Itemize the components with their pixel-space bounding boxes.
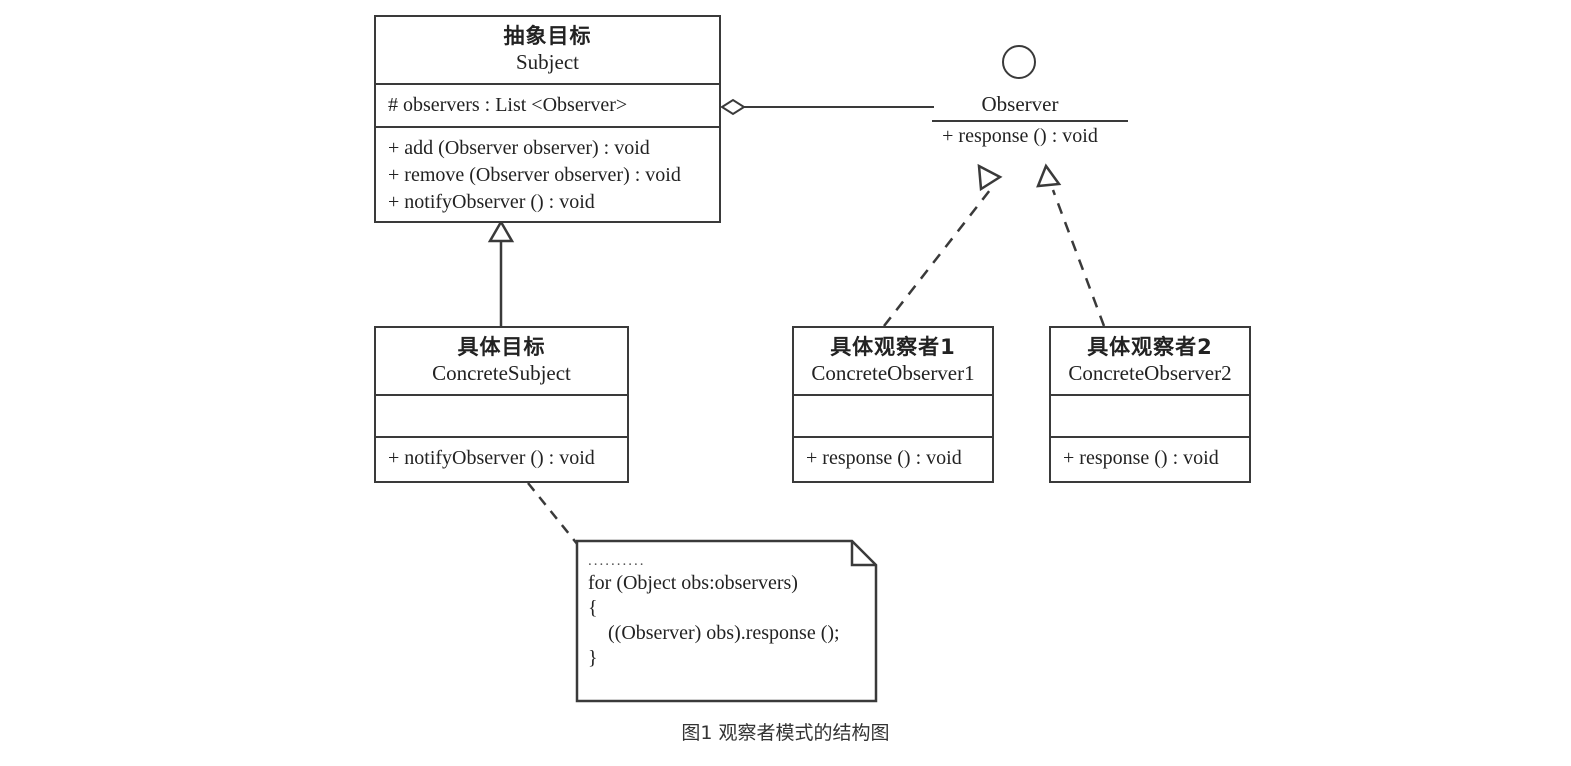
- uml-interface-observer[interactable]: Observer + response () : void: [905, 40, 1135, 150]
- class-attributes-compartment: [794, 396, 992, 438]
- note-line: ((Observer) obs).response ();: [588, 622, 840, 644]
- note-line: {: [588, 597, 598, 619]
- uml-class-subject[interactable]: 抽象目标 Subject # observers : List <Observe…: [374, 15, 721, 223]
- class-attribute: # observers : List <Observer>: [388, 94, 628, 116]
- class-name-compartment: 具体观察者1 ConcreteObserver1: [794, 328, 992, 396]
- relationship-realization-concreteobserver1-observer: [883, 163, 1003, 327]
- class-name-en: Subject: [516, 50, 579, 74]
- class-operation: + response () : void: [806, 447, 962, 469]
- note-line: ..........: [588, 553, 646, 569]
- class-operations-compartment: + response () : void: [794, 438, 992, 479]
- class-name-en: ConcreteObserver2: [1068, 361, 1232, 385]
- uml-note[interactable]: .......... for (Object obs:observers) { …: [575, 539, 878, 703]
- relationship-generalization-concretesubject-subject: [487, 219, 515, 326]
- uml-class-concrete-observer-2[interactable]: 具体观察者2 ConcreteObserver2 + response () :…: [1049, 326, 1251, 483]
- class-name-en: ConcreteObserver1: [811, 361, 975, 385]
- note-body: .......... for (Object obs:observers) { …: [588, 551, 868, 671]
- class-operations-compartment: + response () : void: [1051, 438, 1249, 479]
- uml-class-concrete-subject[interactable]: 具体目标 ConcreteSubject + notifyObserver ()…: [374, 326, 629, 483]
- class-operation: + response () : void: [1063, 447, 1219, 469]
- class-name-compartment: 具体观察者2 ConcreteObserver2: [1051, 328, 1249, 396]
- class-attributes-compartment: # observers : List <Observer>: [376, 85, 719, 128]
- class-name-compartment: 具体目标 ConcreteSubject: [376, 328, 627, 396]
- relationship-aggregation-subject-observer: [720, 98, 934, 116]
- class-attributes-compartment: [1051, 396, 1249, 438]
- class-operations-compartment: + notifyObserver () : void: [376, 438, 627, 479]
- uml-class-concrete-observer-1[interactable]: 具体观察者1 ConcreteObserver1 + response () :…: [792, 326, 994, 483]
- figure-caption: 图1 观察者模式的结构图: [681, 722, 890, 744]
- interface-circle-icon: [1002, 45, 1036, 79]
- class-name-zh: 具体观察者2: [1087, 335, 1213, 359]
- note-line: }: [588, 647, 598, 669]
- note-line: for (Object obs:observers): [588, 572, 798, 594]
- relationship-note-anchor: [527, 482, 579, 546]
- interface-name: Observer: [981, 92, 1059, 116]
- class-name-en: ConcreteSubject: [432, 361, 571, 385]
- class-name-zh: 具体观察者1: [830, 335, 956, 359]
- interface-operation: + response () : void: [942, 125, 1098, 147]
- class-name-zh: 抽象目标: [503, 24, 592, 48]
- note-shape: [575, 539, 878, 703]
- class-operations-compartment: + add (Observer observer) : void + remov…: [376, 128, 719, 223]
- class-attributes-compartment: [376, 396, 627, 438]
- interface-separator: [932, 120, 1128, 122]
- class-operation: + notifyObserver () : void: [388, 447, 595, 469]
- class-operation: + notifyObserver () : void: [388, 191, 595, 213]
- class-name-zh: 具体目标: [457, 335, 546, 359]
- class-operation: + add (Observer observer) : void: [388, 137, 650, 159]
- class-operation: + remove (Observer observer) : void: [388, 164, 681, 186]
- relationship-realization-concreteobserver2-observer: [1036, 163, 1106, 327]
- class-name-compartment: 抽象目标 Subject: [376, 17, 719, 85]
